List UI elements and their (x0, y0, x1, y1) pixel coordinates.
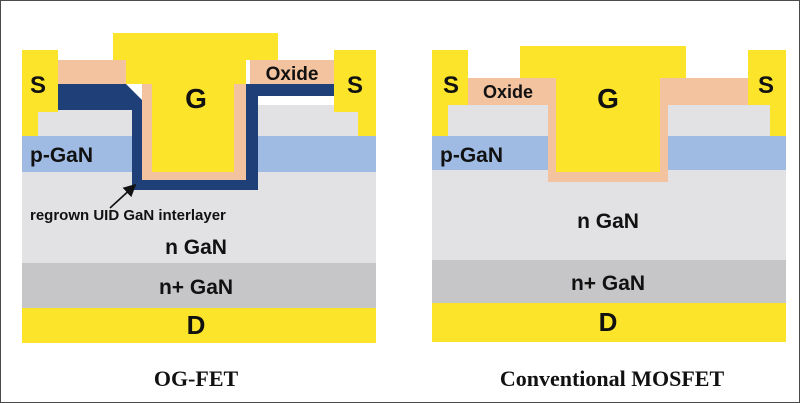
og-fet-uid-gan-interlayer (58, 84, 334, 190)
mosfet-n-gan-label: n GaN (577, 210, 639, 233)
og-fet-n-gan-label: n GaN (165, 236, 227, 259)
og-fet-n-plus-gan-layer (22, 263, 376, 308)
og-fet-source-contact-right (334, 50, 376, 136)
mosfet-source-label-right: S (758, 72, 774, 99)
mosfet-source-label-left: S (443, 72, 459, 99)
og-fet-gate-label: G (185, 83, 207, 114)
og-fet-source-label-right: S (347, 72, 363, 99)
og-fet-drain-label: D (187, 310, 206, 340)
og-fet-oxide-label: Oxide (266, 64, 319, 85)
mosfet-source-contact-right (748, 50, 786, 136)
mosfet-gate-neck (556, 78, 660, 106)
mosfet-gate-label: G (597, 83, 619, 114)
og-fet-n-plus-gan-label: n+ GaN (159, 276, 233, 299)
og-fet-gate-top-fill (126, 60, 246, 84)
og-fet-diagram: S S G Oxide p-GaN regrown UID GaN interl… (22, 33, 376, 391)
mosfet-n-plus-gan-label: n+ GaN (571, 272, 645, 295)
og-fet-caption: OG-FET (154, 366, 239, 391)
og-fet-oxide-left-shelf (58, 60, 126, 84)
mosfet-caption: Conventional MOSFET (500, 366, 725, 391)
og-fet-p-gan-label: p-GaN (30, 144, 93, 167)
mosfet-diagram: S S G Oxide p-GaN n GaN n+ GaN D Convent… (432, 46, 786, 391)
mosfet-source-contact-left (432, 50, 468, 136)
og-fet-interlayer-label: regrown UID GaN interlayer (30, 207, 226, 224)
mosfet-n-plus-gan-layer (432, 260, 786, 303)
mosfet-oxide-label: Oxide (483, 82, 533, 102)
mosfet-p-gan-label: p-GaN (440, 144, 503, 167)
og-fet-oxide-right-shelf (250, 60, 334, 84)
og-fet-interlayer-arrow (109, 183, 137, 209)
mosfet-gate-contact (520, 46, 686, 172)
og-fet-source-contact-left (22, 50, 58, 136)
og-fet-source-label-left: S (30, 72, 46, 99)
og-fet-drain-contact (22, 308, 376, 343)
mosfet-drain-contact (432, 303, 786, 342)
mosfet-drain-label: D (599, 307, 618, 337)
